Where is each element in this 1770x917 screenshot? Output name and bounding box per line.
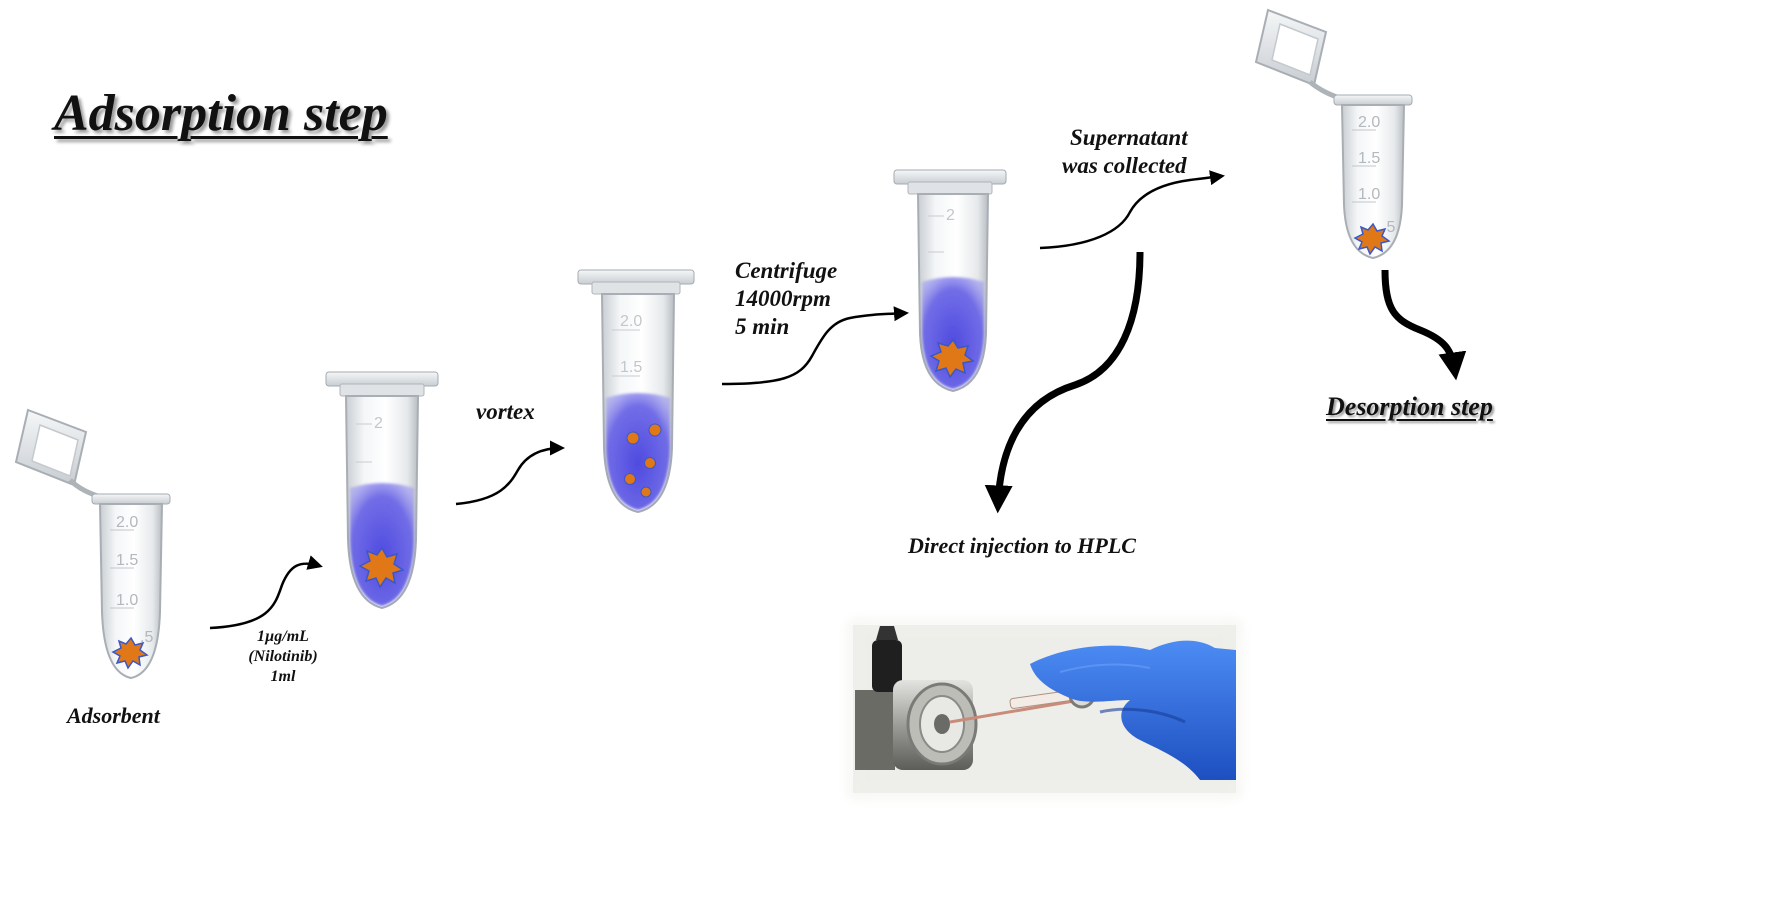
tube-1-scale: 2.0 1.5 1.0 .5 [110,514,153,646]
svg-text:2: 2 [374,415,383,432]
arrow-centrifuge [721,306,909,386]
tube-5-adsorbent-pellet [1353,222,1391,256]
tube-2-liquid [350,483,414,606]
label-sample-addition: 1µg/mL (Nilotinib) 1ml [238,627,328,687]
svg-text:2.0: 2.0 [116,514,138,531]
svg-text:2.0: 2.0 [620,313,642,330]
svg-text:.5: .5 [1382,219,1395,236]
tube-5: 2.0 1.5 1.0 .5 [1254,8,1413,260]
svg-text:2: 2 [946,207,955,224]
label-sample-volume: 1ml [270,668,296,685]
svg-text:1.5: 1.5 [1358,150,1380,167]
tube-2: 2 [325,371,439,610]
syringe-needle [949,698,1081,724]
label-desorption-step: Desorption step [1326,392,1493,421]
tube-1-adsorbent-pellet [111,636,149,670]
label-centrifuge-time: 5 min [735,314,790,339]
tube-3-liquid [606,393,670,510]
page-title: Adsorption step [54,85,388,142]
injector-knob [872,640,902,692]
label-supernatant: Supernatant was collected [1062,124,1188,180]
arrow-supernatant [1039,170,1225,250]
tube-3-dispersed-particles [624,423,662,498]
arrow-desorption [1381,269,1467,381]
svg-text:1.0: 1.0 [1358,186,1380,203]
tube-4-adsorbent-pellet [929,338,975,379]
svg-text:2.0: 2.0 [1358,114,1380,131]
label-vortex: vortex [476,399,535,424]
hplc-injection-photo [849,621,1240,797]
tube-4: 2 [893,169,1007,393]
label-supernatant-line1: Supernatant [1070,125,1188,150]
tube-3: 2.0 1.5 [577,269,695,514]
label-direct-injection: Direct injection to HPLC [908,533,1136,558]
label-centrifuge-title: Centrifuge [735,258,838,283]
tube-1: 2.0 1.5 1.0 .5 [14,408,171,680]
arrow-add-sample [209,555,323,630]
tube-5-scale: 2.0 1.5 1.0 .5 [1352,114,1395,236]
label-centrifuge: Centrifuge 14000rpm 5 min [735,257,837,341]
label-centrifuge-speed: 14000rpm [735,286,831,311]
label-adsorbent: Adsorbent [67,703,160,728]
svg-text:1.5: 1.5 [620,359,642,376]
svg-text:1.0: 1.0 [116,592,138,609]
label-sample-concentration: 1µg/mL [257,628,309,645]
tube-1-body [98,503,164,680]
svg-text:.5: .5 [140,629,153,646]
arrow-vortex [455,440,565,506]
label-supernatant-line2: was collected [1062,153,1187,178]
tube-2-adsorbent-pellet [358,546,405,589]
label-sample-analyte: (Nilotinib) [248,648,318,665]
svg-text:1.5: 1.5 [116,552,138,569]
tube-5-body [1340,104,1406,260]
arrow-direct-injection [984,251,1144,514]
